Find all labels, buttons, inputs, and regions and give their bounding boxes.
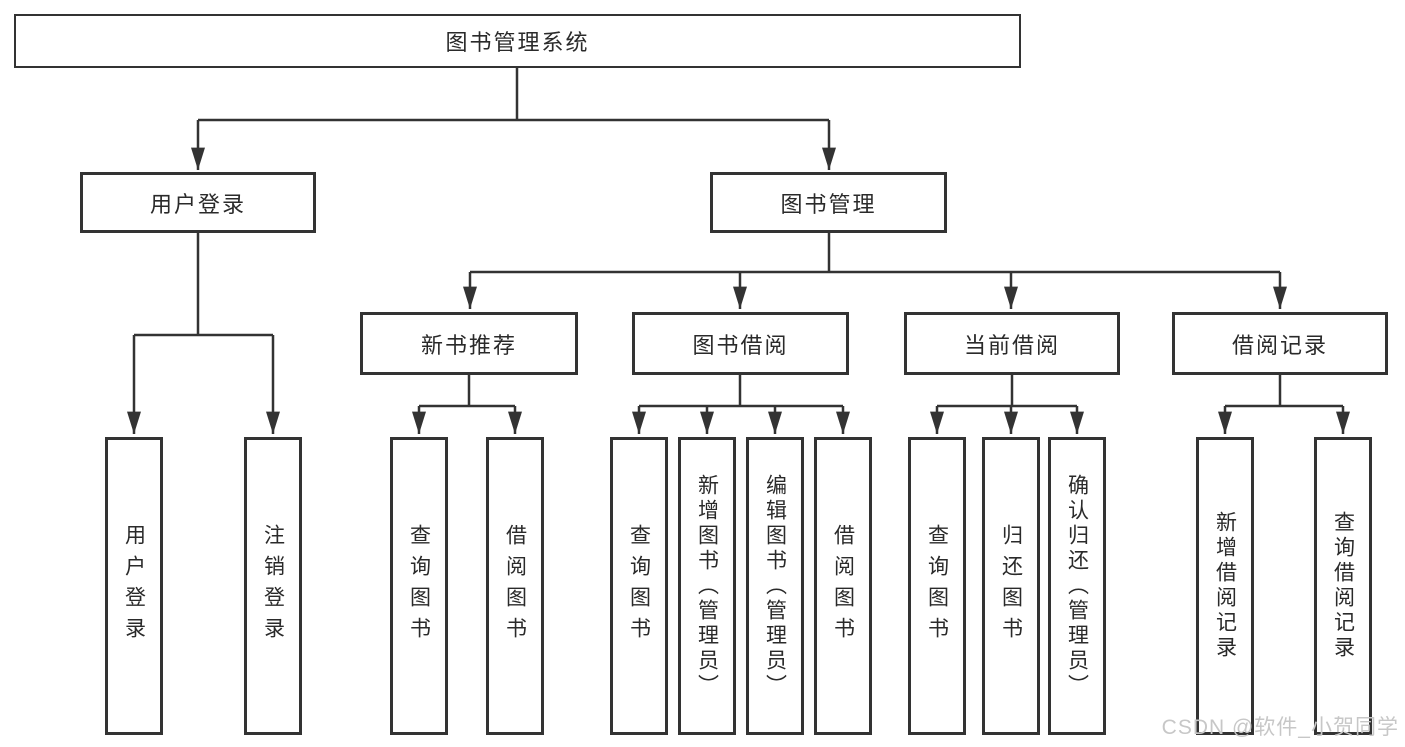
csdn-watermark: CSDN @软件_小贺同学 — [1161, 716, 1399, 739]
leaf-borrow-books-nb: 借阅图书 — [486, 437, 544, 735]
leaf-user-login: 用户登录 — [105, 437, 163, 735]
leaf-query-books-nb: 查询图书 — [390, 437, 448, 735]
connector-new-books-trunk — [419, 375, 515, 408]
node-user-login: 用户登录 — [80, 172, 316, 233]
leaf-query-books-cb: 查询图书 — [908, 437, 966, 735]
node-library-management-system: 图书管理系统 — [14, 14, 1021, 68]
connector-root-trunk — [198, 68, 829, 122]
connector-book-mgmt-trunk — [470, 233, 1280, 274]
node-borrowing-records: 借阅记录 — [1172, 312, 1388, 375]
leaf-confirm-return-admin: 确认归还（管理员） — [1048, 437, 1106, 735]
leaf-query-books-bb: 查询图书 — [610, 437, 668, 735]
node-book-borrowing: 图书借阅 — [632, 312, 849, 375]
leaf-logout: 注销登录 — [244, 437, 302, 735]
leaf-borrow-books-bb: 借阅图书 — [814, 437, 872, 735]
leaf-add-books-admin: 新增图书（管理员） — [678, 437, 736, 735]
leaf-return-books: 归还图书 — [982, 437, 1040, 735]
connector-book-borrow-trunk — [639, 375, 843, 408]
node-book-management: 图书管理 — [710, 172, 947, 233]
connector-user-login-trunk — [134, 233, 273, 337]
connector-current-borrow-trunk — [937, 375, 1077, 408]
leaf-edit-books-admin: 编辑图书（管理员） — [746, 437, 804, 735]
node-new-book-recommendation: 新书推荐 — [360, 312, 578, 375]
node-current-borrowing: 当前借阅 — [904, 312, 1120, 375]
leaf-query-borrow-record: 查询借阅记录 — [1314, 437, 1372, 735]
leaf-add-borrow-record: 新增借阅记录 — [1196, 437, 1254, 735]
connector-borrow-records-trunk — [1225, 375, 1343, 408]
